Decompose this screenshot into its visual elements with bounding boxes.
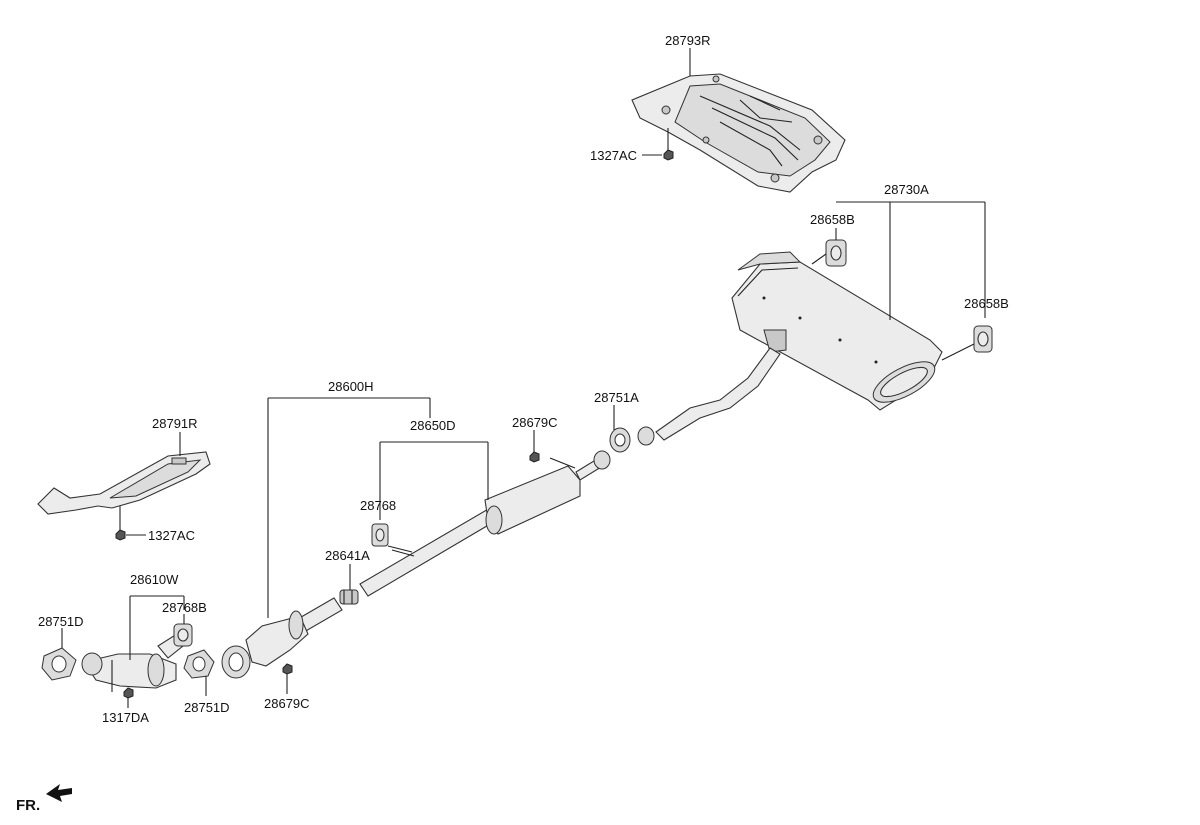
front-pipe-label: 28600H (328, 379, 374, 394)
heat-shield-front-part (37, 451, 211, 515)
center-muffler-part (359, 450, 611, 597)
gasket-rear-label: 28751A (594, 390, 639, 405)
nut-bottom-right-part (282, 663, 293, 675)
heat-shield-front-label: 28791R (152, 416, 198, 431)
nut-front-part (115, 529, 126, 541)
hanger-front-part (173, 623, 193, 647)
hanger-center-part (371, 523, 415, 557)
front-direction-indicator: FR. (16, 784, 72, 814)
clamp-part (339, 589, 359, 605)
hanger-center-label: 28768 (360, 498, 396, 513)
rear-muffler-label: 28730A (884, 182, 929, 197)
clamp-label: 28641A (325, 548, 370, 563)
heat-shield-rear-part (631, 73, 846, 193)
rear-muffler-part (731, 251, 943, 411)
gasket-mid-part (183, 649, 215, 679)
gasket-rear-part (609, 427, 631, 453)
hanger-right-label: 28658B (964, 296, 1009, 311)
front-arrow-icon (46, 784, 72, 802)
nut-bottom-part (123, 687, 134, 699)
hanger-right-part (973, 325, 993, 353)
hanger-upper-label: 28658B (810, 212, 855, 227)
hanger-upper-part (825, 239, 847, 267)
nut-upper-label: 1327AC (590, 148, 637, 163)
gasket-left-label: 28751D (38, 614, 84, 629)
nut-center-label: 28679C (512, 415, 558, 430)
nut-front-label: 1327AC (148, 528, 195, 543)
heat-shield-rear-label: 28793R (665, 33, 711, 48)
front-indicator-label: FR. (16, 797, 40, 814)
gasket-left-part (41, 647, 77, 681)
manifold-converter-part (81, 631, 189, 689)
gasket-mid-label: 28751D (184, 700, 230, 715)
rear-pipe-part (637, 347, 781, 446)
manifold-converter-label: 28610W (130, 572, 179, 587)
front-pipe-part (221, 597, 343, 679)
hanger-front-label: 28768B (162, 600, 207, 615)
nut-upper-part (663, 149, 674, 161)
nut-bottom-label: 1317DA (102, 710, 149, 725)
nut-bottom-right-label: 28679C (264, 696, 310, 711)
center-muffler-label: 28650D (410, 418, 456, 433)
nut-center-part (529, 451, 540, 463)
